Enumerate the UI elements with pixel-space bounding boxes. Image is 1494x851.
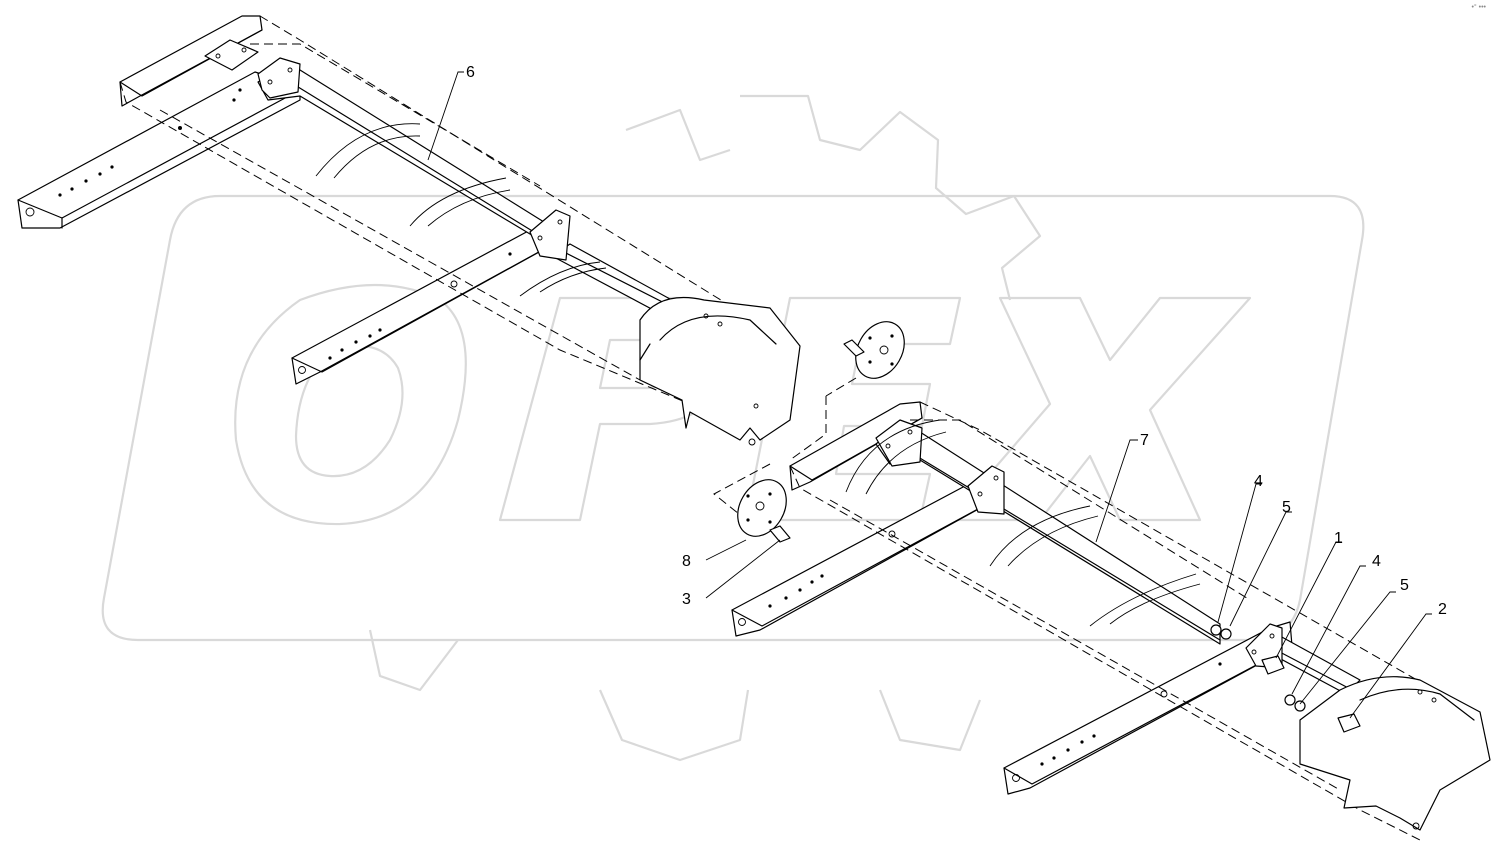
corner-mark: •° ••• — [1471, 4, 1486, 11]
callout-5-lower: 5 — [1400, 577, 1409, 594]
rail-holes-left — [58, 88, 242, 197]
left-frame-assembly — [17, 15, 801, 446]
callout-4-upper: 4 — [1254, 473, 1263, 490]
callout-leaders — [427, 71, 1432, 719]
hub-disc-top — [843, 321, 905, 379]
callout-6: 6 — [466, 64, 475, 81]
callout-labels: 6 7 8 3 4 5 1 4 5 2 — [466, 64, 1447, 618]
callout-4-lower: 4 — [1372, 553, 1381, 570]
callout-1: 1 — [1334, 530, 1343, 547]
callout-7: 7 — [1140, 432, 1149, 449]
callout-8: 8 — [682, 553, 691, 570]
callout-3: 3 — [682, 591, 691, 608]
callout-5-upper: 5 — [1282, 499, 1291, 516]
callout-2: 2 — [1438, 601, 1447, 618]
right-frame-assembly — [713, 377, 1491, 841]
hub-disc-bottom — [737, 479, 791, 543]
